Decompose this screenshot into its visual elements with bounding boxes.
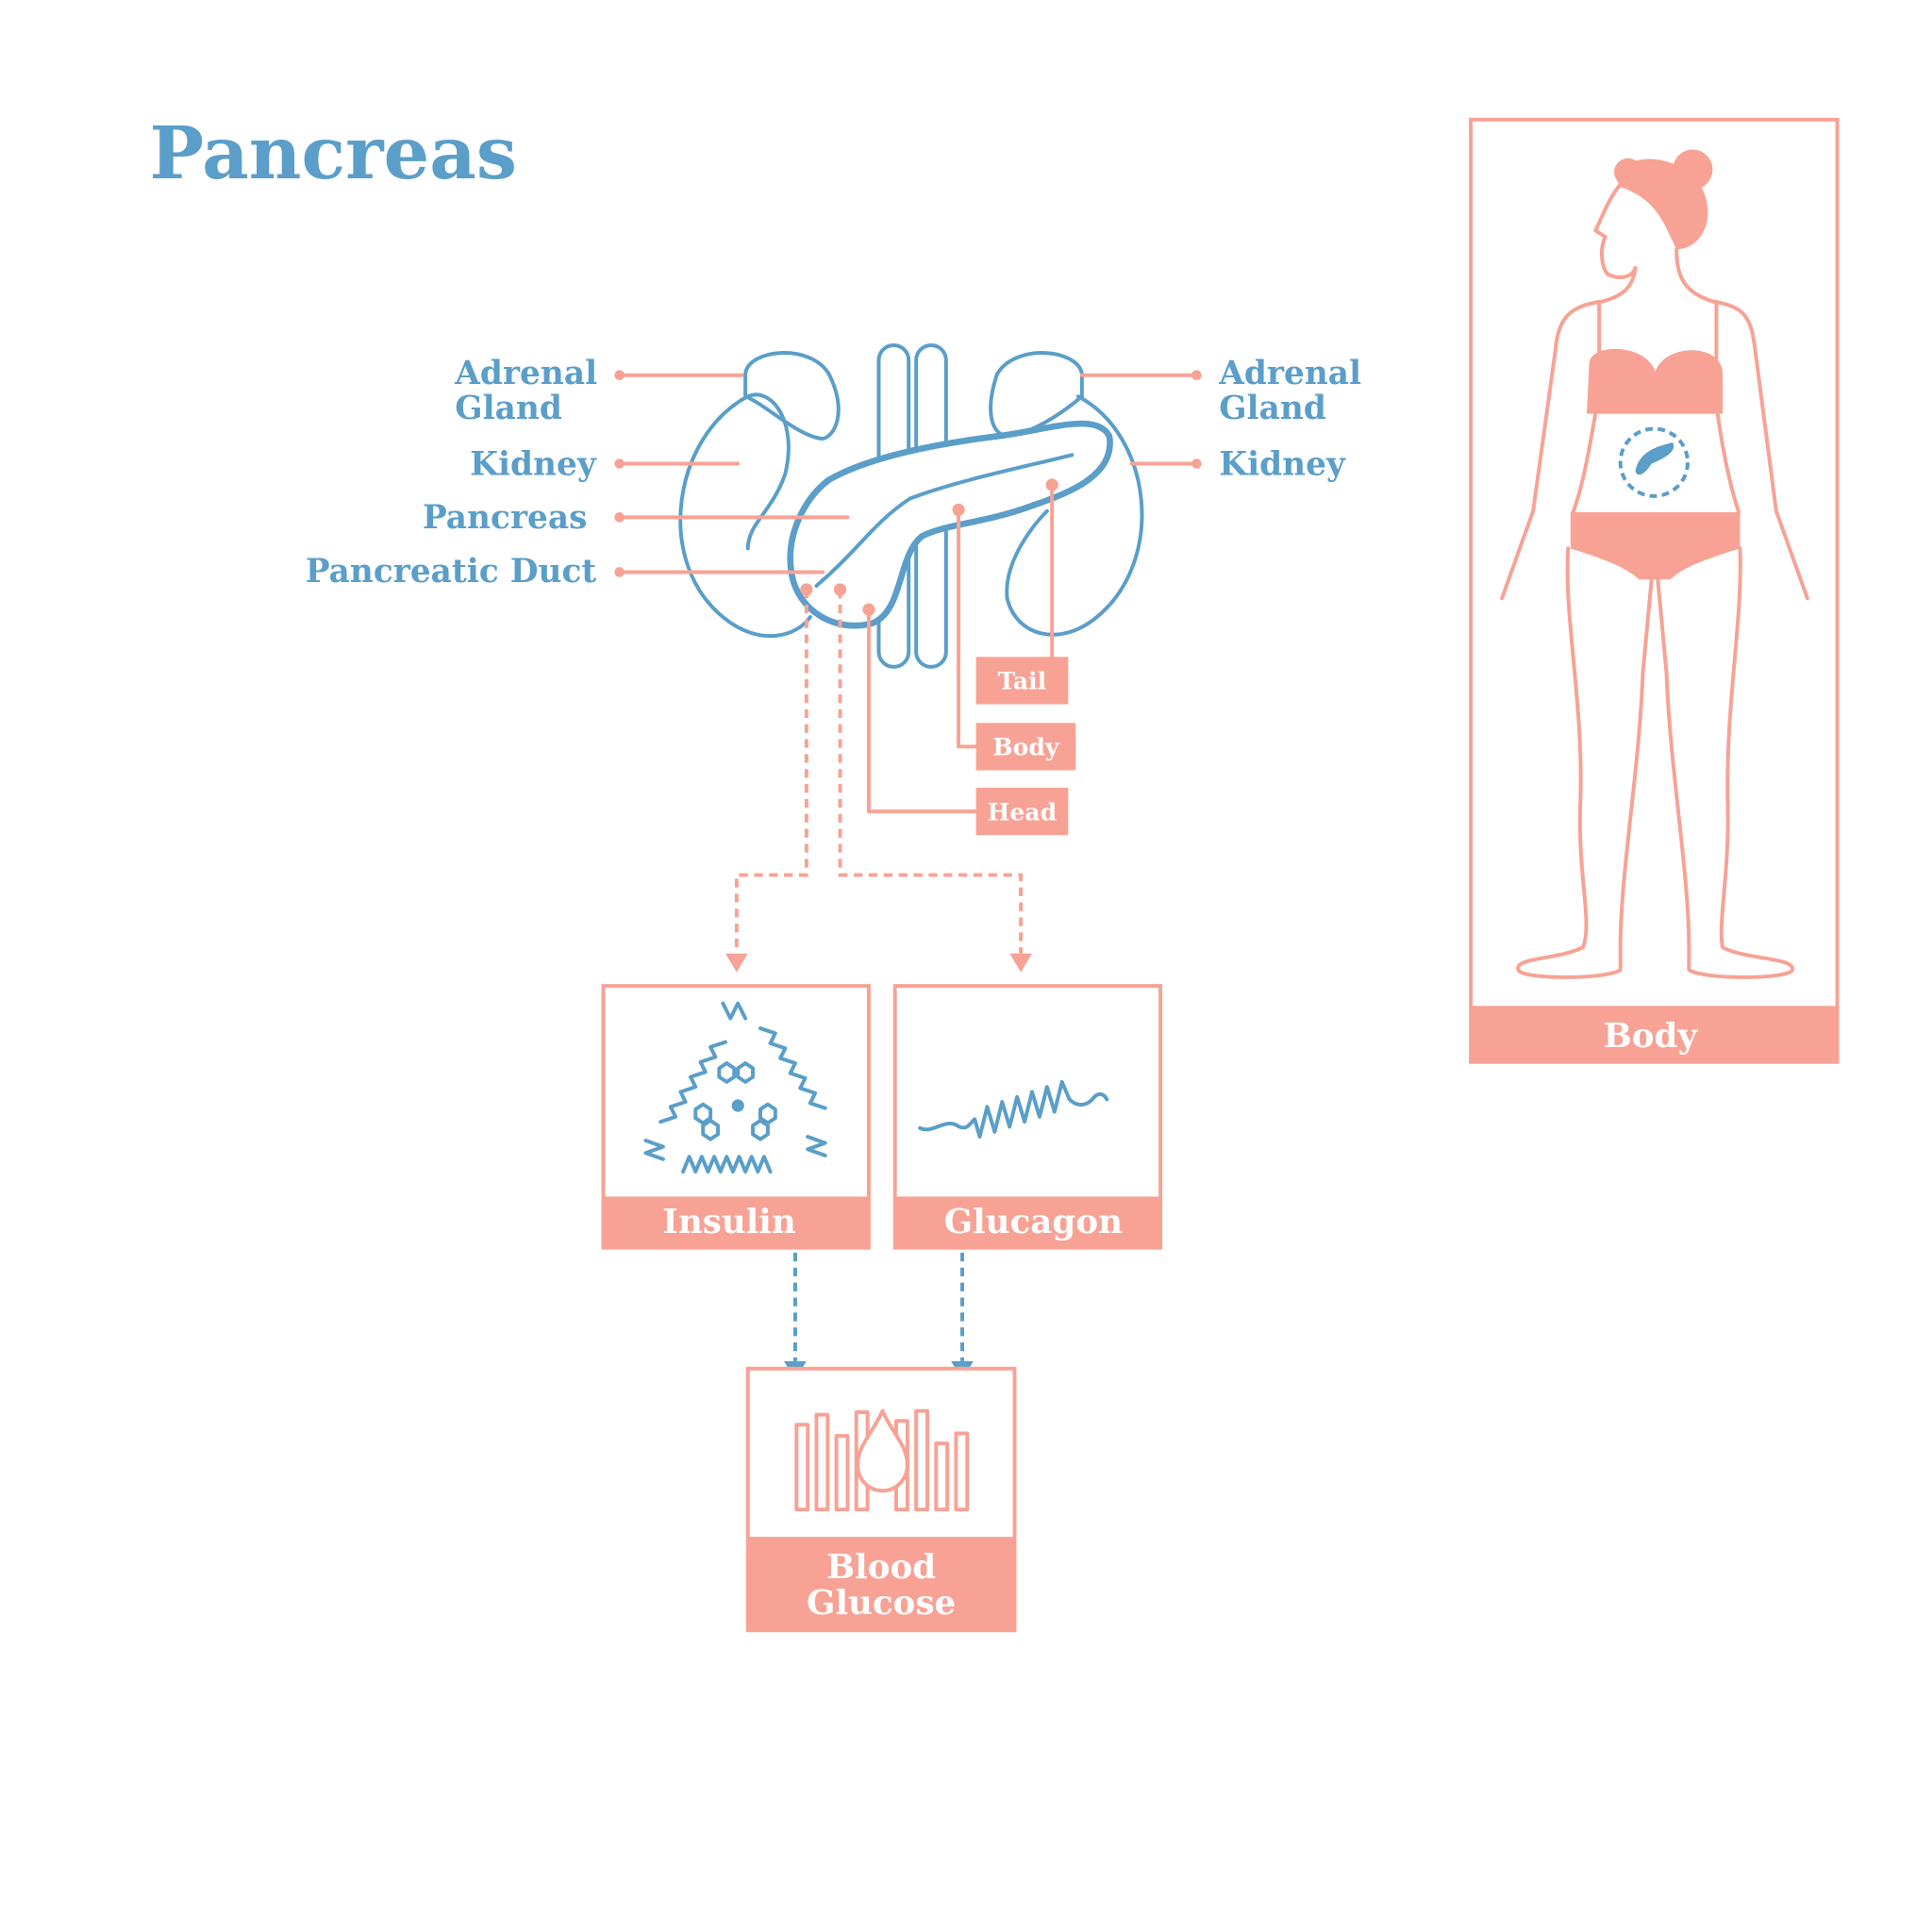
body-panel: Body — [1469, 117, 1840, 1064]
part-tags: Tail Body Head — [800, 478, 1076, 836]
label-adrenal-gland-left-2: Gland — [455, 390, 562, 427]
anatomy-illustration — [678, 343, 1144, 669]
glucagon-label: Glucagon — [944, 1203, 1123, 1241]
tag-head — [975, 788, 1069, 836]
label-pancreas: Pancreas — [423, 499, 588, 537]
blood-glucose-label-2: Glucose — [807, 1584, 956, 1623]
arrowhead-icon — [784, 1360, 974, 1380]
pancreas — [787, 420, 1113, 629]
pancreas-location-marker — [1618, 426, 1690, 498]
label-adrenal-gland-right: Adrenal — [1218, 355, 1361, 392]
tag-head-label: Head — [988, 797, 1057, 825]
label-kidney-left: Kidney — [470, 445, 597, 483]
tag-body-label: Body — [992, 733, 1059, 761]
human-figure-icon — [1500, 149, 1809, 979]
left-labels: Adrenal Gland Kidney Pancreas Pancreatic… — [306, 355, 850, 591]
tag-body — [975, 723, 1076, 771]
tag-tail-label: Tail — [998, 667, 1047, 695]
right-labels: Adrenal Gland Kidney — [1079, 355, 1361, 483]
blood-glucose-card: Blood Glucose — [745, 1366, 1017, 1633]
glucagon-molecule-icon — [918, 1079, 1109, 1139]
right-adrenal-gland — [989, 351, 1084, 439]
tag-tail — [975, 657, 1069, 705]
flow-arrows — [724, 589, 1033, 1380]
arrowhead-icon — [724, 953, 1033, 973]
label-adrenal-gland-left: Adrenal — [454, 355, 597, 392]
right-kidney — [1005, 394, 1144, 637]
insulin-molecule-icon — [643, 1001, 827, 1174]
label-kidney-right: Kidney — [1219, 445, 1346, 483]
pancreatic-duct — [814, 453, 1074, 588]
glucagon-card: Glucagon — [892, 984, 1163, 1250]
insulin-card: Insulin — [601, 984, 871, 1250]
blood-glucose-label-1: Blood — [826, 1548, 936, 1587]
left-kidney — [678, 394, 812, 639]
body-panel-label: Body — [1604, 1017, 1699, 1056]
left-adrenal-gland — [743, 351, 841, 441]
page-title: Pancreas — [150, 111, 517, 196]
label-adrenal-gland-right-2: Gland — [1219, 390, 1326, 427]
insulin-label: Insulin — [662, 1203, 796, 1241]
label-pancreatic-duct: Pancreatic Duct — [306, 553, 597, 591]
blood-glucose-icon — [794, 1408, 970, 1512]
